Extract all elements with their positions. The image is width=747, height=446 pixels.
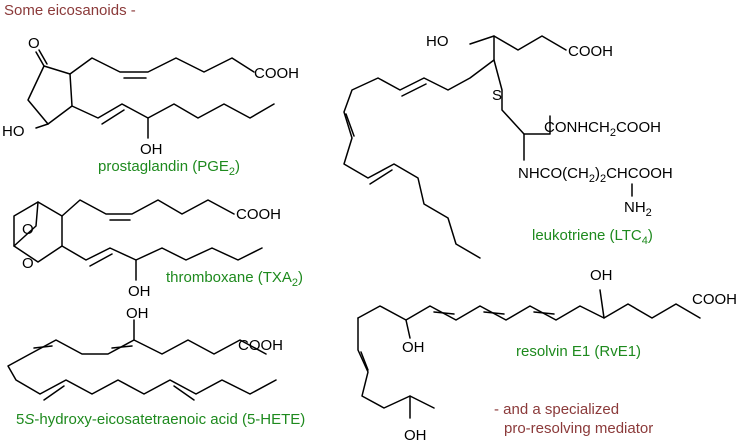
rve1-oh-c12: OH bbox=[404, 427, 427, 444]
ltc4-nh2: NH2 bbox=[624, 199, 652, 219]
note-line-2: pro-resolving mediator bbox=[504, 420, 653, 437]
note-line-1: - and a specialized bbox=[494, 401, 619, 418]
ltc4-structure: HO COOH S CONHCH2COOH NHCO(CH2)2CHCOOH N… bbox=[343, 33, 673, 259]
pge2-ketone-o: O bbox=[28, 35, 40, 52]
txa2-oh: OH bbox=[128, 283, 151, 300]
hete-cooh: COOH bbox=[238, 337, 283, 354]
txa2-structure: O O COOH OH bbox=[13, 199, 281, 300]
pge2-cooh: COOH bbox=[254, 65, 299, 82]
hete-structure: OH COOH bbox=[7, 305, 283, 401]
txa2-cooh: COOH bbox=[236, 206, 281, 223]
pge2-caption: prostaglandin (PGE2) bbox=[98, 158, 240, 178]
txa2-caption: thromboxane (TXA2) bbox=[166, 269, 303, 289]
ltc4-nhco: NHCO(CH2)2CHCOOH bbox=[518, 165, 673, 185]
rve1-structure: OH OH COOH OH bbox=[357, 267, 737, 444]
ltc4-conh: CONHCH2COOH bbox=[544, 119, 661, 139]
ltc4-cooh: COOH bbox=[568, 43, 613, 60]
hete-oh: OH bbox=[126, 305, 149, 322]
rve1-caption: resolvin E1 (RvE1) bbox=[516, 343, 641, 360]
ltc4-caption: leukotriene (LTC4) bbox=[532, 227, 653, 247]
txa2-bridge-o: O bbox=[22, 221, 34, 238]
ltc4-sulfur: S bbox=[492, 87, 502, 104]
pge2-ho: HO bbox=[2, 123, 25, 140]
rve1-oh-c5: OH bbox=[590, 267, 613, 284]
ltc4-ho: HO bbox=[426, 33, 449, 50]
page-heading: Some eicosanoids - bbox=[4, 2, 136, 19]
pge2-oh: OH bbox=[140, 141, 163, 158]
pge2-structure: O COOH HO OH bbox=[2, 35, 299, 158]
hete-caption: 5S-hydroxy-eicosatetraenoic acid (5-HETE… bbox=[16, 411, 305, 428]
rve1-oh-c18: OH bbox=[402, 339, 425, 356]
txa2-ring-o: O bbox=[22, 255, 34, 272]
rve1-cooh: COOH bbox=[692, 291, 737, 308]
